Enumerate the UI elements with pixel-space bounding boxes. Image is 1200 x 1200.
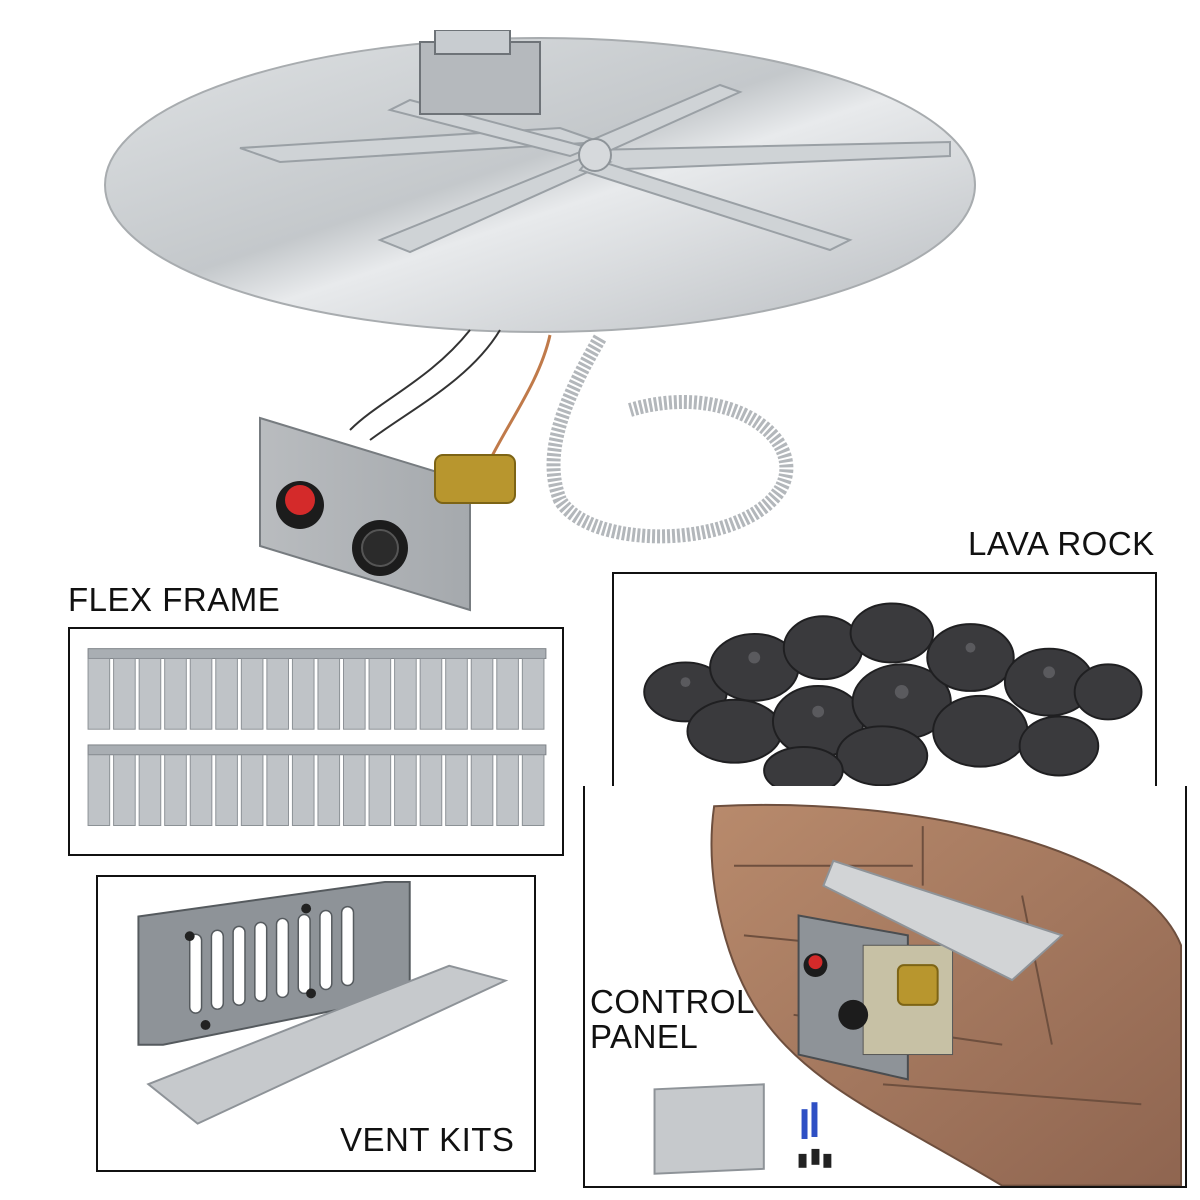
control-panel-image <box>653 803 1183 1186</box>
flex-frame-image <box>87 648 547 826</box>
vent-kits-label: VENT KITS <box>340 1121 515 1158</box>
burner-pan-icon <box>104 30 976 612</box>
vent-kits-panel <box>96 875 536 1172</box>
burner-kit-illustration <box>90 30 1000 620</box>
lava-rock-panel <box>612 572 1157 804</box>
flex-frame-label: FLEX FRAME <box>68 581 281 618</box>
flex-frame-panel <box>68 627 564 856</box>
flex-hose-icon <box>546 334 794 544</box>
lava-rock-image <box>643 602 1143 796</box>
control-knob-icon <box>352 520 408 576</box>
control-panel-box <box>583 786 1187 1188</box>
ignite-button-icon <box>276 481 324 529</box>
control-panel-label: CONTROL PANEL <box>590 983 755 1055</box>
vent-kits-image <box>137 880 509 1125</box>
lava-rock-label: LAVA ROCK <box>968 525 1155 562</box>
